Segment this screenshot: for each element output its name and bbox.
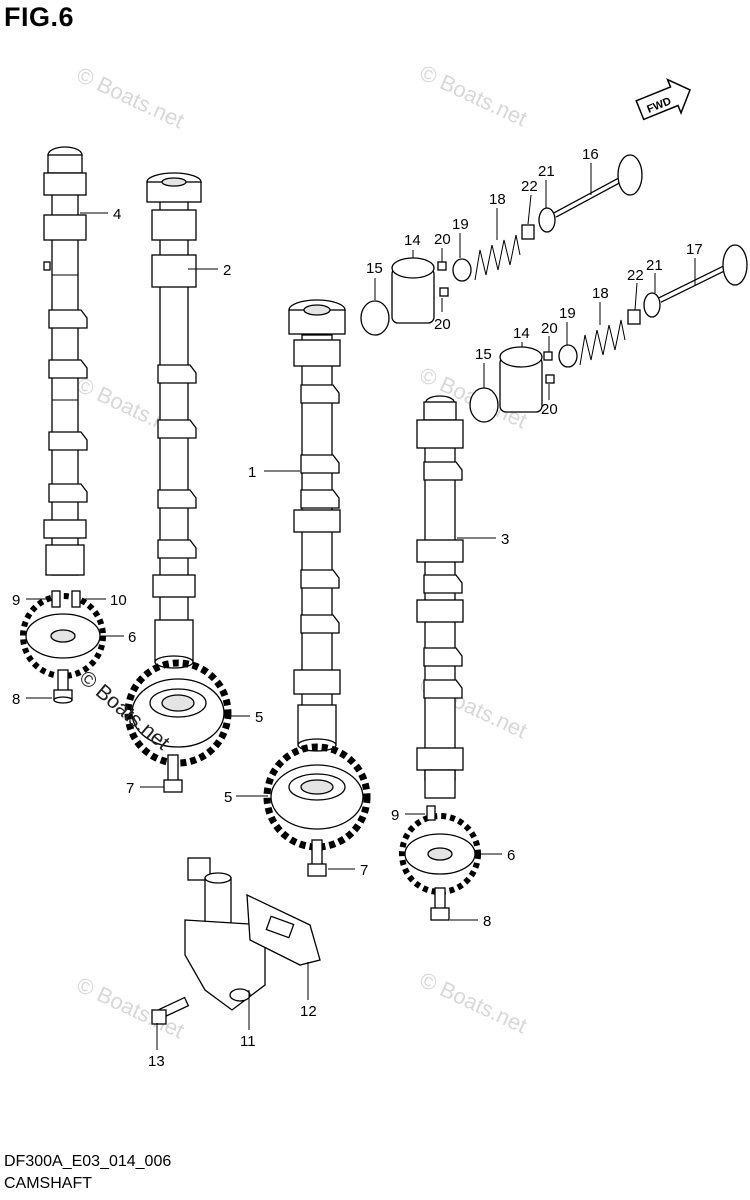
callout-6: 6 (507, 847, 515, 864)
callout-8: 8 (12, 691, 20, 708)
sprocket-part-5-left (124, 659, 232, 767)
callout-5: 5 (224, 789, 232, 806)
shim-part-15-upper (360, 300, 390, 336)
callout-1: 1 (248, 464, 256, 481)
callout-20: 20 (434, 316, 451, 333)
sprocket-part-6-right (399, 813, 481, 895)
watermark: © Boats.net (73, 62, 188, 133)
section-name: CAMSHAFT (4, 1175, 92, 1192)
retainer-part-21-lower (643, 292, 661, 318)
callout-15: 15 (475, 346, 492, 363)
callout-11: 11 (240, 1033, 256, 1050)
valve-part-16 (553, 154, 643, 218)
seat-part-19-upper (452, 258, 472, 282)
seal-part-22-upper (521, 224, 535, 240)
callout-10: 10 (110, 592, 127, 609)
callout-16: 16 (582, 146, 599, 163)
callout-6: 6 (128, 629, 136, 646)
callout-9: 9 (12, 592, 20, 609)
callout-7: 7 (360, 862, 368, 879)
pin-part-9-left (51, 590, 61, 608)
camshaft-part-1 (288, 299, 346, 752)
callout-8: 8 (483, 913, 491, 930)
bolt-part-13 (151, 996, 190, 1025)
callout-3: 3 (501, 531, 509, 548)
callout-13: 13 (148, 1053, 165, 1070)
callout-19: 19 (452, 216, 469, 233)
callout-20: 20 (434, 231, 451, 248)
callout-20: 20 (541, 320, 558, 337)
callout-15: 15 (366, 260, 383, 277)
bolt-part-8-right (430, 887, 450, 921)
callout-22: 22 (521, 178, 538, 195)
sprocket-part-6-left (20, 593, 106, 679)
oil-control-valve-part-11 (184, 857, 266, 1011)
callout-9: 9 (391, 807, 399, 824)
bolt-part-7-right (307, 839, 327, 877)
callout-21: 21 (646, 257, 663, 274)
watermark: © Boats.net (416, 60, 531, 131)
callout-14: 14 (404, 232, 421, 249)
callout-12: 12 (300, 1003, 317, 1020)
retainer-part-21-upper (538, 207, 556, 233)
shim-part-15-lower (469, 387, 499, 423)
callout-4: 4 (113, 206, 121, 223)
watermark: © Boats.net (416, 967, 531, 1038)
pin-part-10 (71, 590, 81, 608)
callout-21: 21 (538, 163, 555, 180)
valve-train-lower (469, 244, 748, 423)
spring-part-18-lower (579, 319, 626, 366)
sprocket-part-5-right (263, 743, 371, 851)
figure-label: FIG.6 (4, 2, 75, 32)
callout-19: 19 (559, 305, 576, 322)
pin-part-9-right (426, 805, 436, 821)
leader-lines (26, 163, 696, 1050)
valve-train-upper (360, 154, 643, 336)
seal-part-22-lower (627, 309, 641, 325)
camshaft-part-3 (416, 395, 464, 799)
drawing-code: DF300A_E03_014_006 (4, 1153, 172, 1170)
bolt-part-8-left (53, 669, 73, 704)
callout-17: 17 (686, 241, 703, 258)
callout-2: 2 (223, 262, 231, 279)
camshaft-part-4 (43, 146, 88, 576)
callout-5: 5 (255, 709, 263, 726)
valve-part-17 (658, 244, 748, 303)
callout-22: 22 (627, 267, 644, 284)
callout-18: 18 (489, 191, 506, 208)
spring-part-18-upper (474, 234, 521, 281)
callout-labels: 4 2 1 3 9 10 6 8 5 7 5 7 9 6 8 11 12 13 … (12, 146, 703, 1070)
camshaft-part-2 (146, 172, 202, 669)
callout-20: 20 (541, 401, 558, 418)
gasket-part-12 (246, 893, 321, 966)
callout-14: 14 (513, 325, 530, 342)
callout-7: 7 (126, 780, 134, 797)
seat-part-19-lower (558, 344, 578, 368)
bolt-part-7-left (163, 754, 183, 793)
fwd-arrow-icon: FWD (635, 78, 691, 121)
callout-18: 18 (592, 285, 609, 302)
